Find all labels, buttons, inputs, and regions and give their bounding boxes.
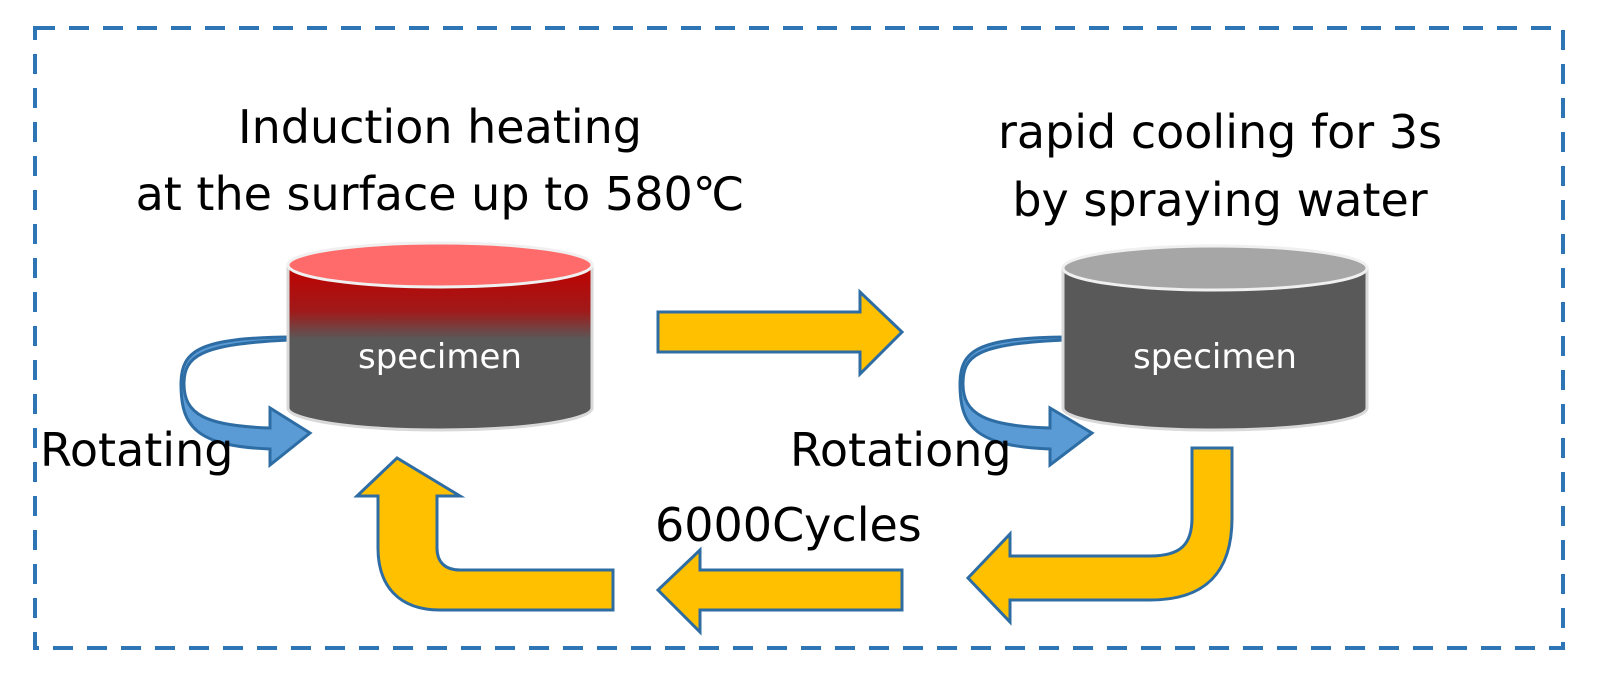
dashed-frame — [33, 26, 1565, 650]
specimen-right — [1061, 244, 1369, 432]
specimen-left-label: specimen — [358, 337, 522, 377]
rotating-right-label: Rotationg — [790, 423, 1012, 477]
flow-arrow-up — [353, 456, 615, 612]
specimen-right-top — [1061, 244, 1369, 292]
specimen-right-label: specimen — [1133, 337, 1297, 377]
heating-title-line1: Induction heating — [238, 100, 642, 154]
flow-arrow-return-curve — [965, 446, 1234, 626]
specimen-left-top — [286, 241, 594, 289]
rotating-left-label: Rotating — [40, 423, 234, 477]
specimen-left — [286, 241, 594, 432]
cooling-title-line1: rapid cooling for 3s — [997, 105, 1443, 159]
cooling-title-line2: by spraying water — [1012, 173, 1428, 227]
specimen-left-body — [286, 263, 594, 432]
flow-arrow-right — [656, 288, 905, 378]
rotate-arrow-left — [179, 335, 313, 469]
cycles-label: 6000Cycles — [655, 498, 922, 552]
specimen-right-body — [1061, 266, 1369, 432]
flow-arrow-left — [655, 546, 904, 636]
heating-title-line2: at the surface up to 580℃ — [135, 167, 745, 221]
rotate-arrow-right — [958, 335, 1095, 469]
